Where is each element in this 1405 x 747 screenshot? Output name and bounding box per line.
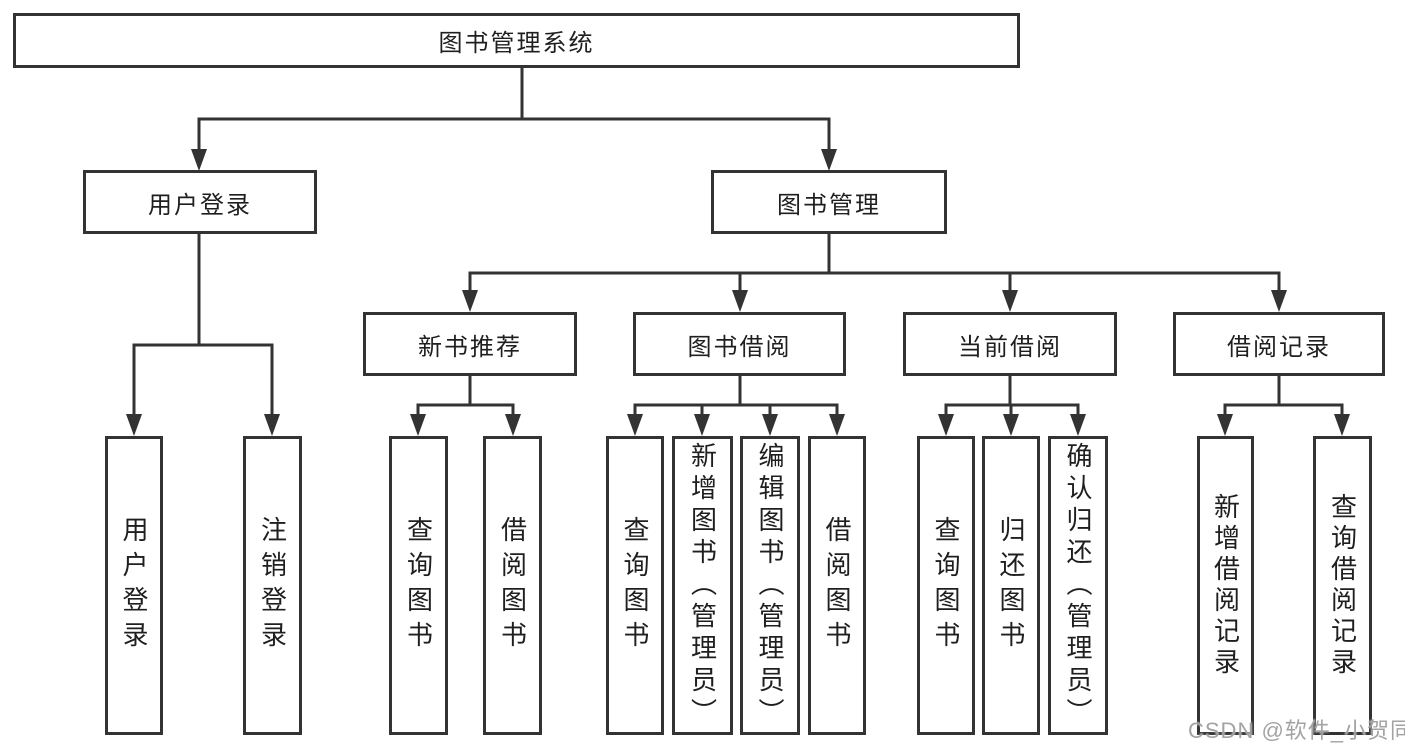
leaf-user-login: 用户登录 bbox=[105, 436, 163, 735]
node-current-borrow: 当前借阅 bbox=[903, 312, 1117, 376]
leaf-nb-borrow-books: 借阅图书 bbox=[483, 436, 542, 735]
leaf-br-query-record: 查询借阅记录 bbox=[1313, 436, 1372, 735]
node-root-library-system: 图书管理系统 bbox=[13, 13, 1020, 68]
node-new-book-recommend: 新书推荐 bbox=[363, 312, 577, 376]
leaf-logout: 注销登录 bbox=[243, 436, 302, 735]
node-user-login: 用户登录 bbox=[83, 170, 317, 234]
leaf-bb-query-books: 查询图书 bbox=[606, 436, 664, 735]
leaf-bb-borrow-books: 借阅图书 bbox=[808, 436, 866, 735]
leaf-bb-edit-books-admin: 编辑图书（管理员） bbox=[740, 436, 800, 735]
leaf-cb-return-books: 归还图书 bbox=[982, 436, 1040, 735]
node-book-management: 图书管理 bbox=[711, 170, 947, 234]
leaf-nb-query-books: 查询图书 bbox=[389, 436, 448, 735]
leaf-cb-query-books: 查询图书 bbox=[917, 436, 975, 735]
leaf-cb-confirm-return-admin: 确认归还（管理员） bbox=[1048, 436, 1108, 735]
node-borrow-records: 借阅记录 bbox=[1173, 312, 1385, 376]
node-book-borrow: 图书借阅 bbox=[633, 312, 846, 376]
leaf-br-add-record: 新增借阅记录 bbox=[1197, 436, 1254, 735]
leaf-bb-add-books-admin: 新增图书（管理员） bbox=[672, 436, 733, 735]
